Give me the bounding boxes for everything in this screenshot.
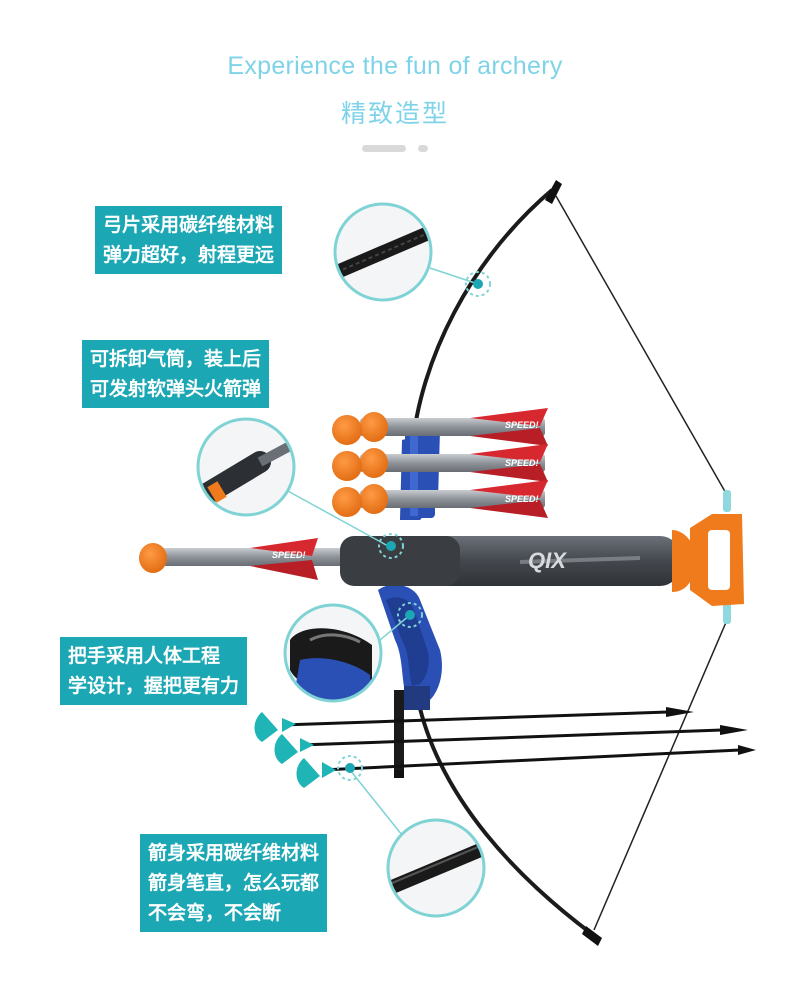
bow-lower-limb — [416, 699, 594, 936]
rocket-speed-text: SPEED! — [272, 550, 306, 560]
rocket-speed-text: SPEED! — [505, 494, 539, 504]
rocket-speed-text: SPEED! — [505, 458, 539, 468]
rocket-speed-text: SPEED! — [505, 420, 539, 430]
callout-limb-material: 弓片采用碳纤维材料 弹力超好，射程更远 — [95, 206, 283, 274]
page-title-chinese: 精致造型 — [340, 99, 449, 128]
callout-detachable-pump: 可拆卸气筒，装上后 可发射软弹头火箭弹 — [82, 340, 270, 408]
bow-string — [555, 195, 728, 931]
callout-line: 把手采用人体工程 — [68, 645, 221, 667]
callout-line: 箭身笔直，怎么玩都 — [148, 872, 320, 894]
callout-line: 学设计，握把更有力 — [68, 675, 240, 697]
page-title-english: Experience the fun of archery — [227, 52, 563, 80]
string-end-caps — [723, 490, 731, 624]
stored-rocket-2: SPEED! — [332, 444, 548, 482]
zoom-detail-arrow-shaft — [386, 818, 486, 918]
callout-ergonomic-grip: 把手采用人体工程 学设计，握把更有力 — [60, 637, 248, 705]
stored-rocket-1: SPEED! — [332, 408, 548, 446]
pump-pull-handle — [672, 514, 744, 606]
callout-line: 不会弯，不会断 — [148, 902, 282, 924]
callout-pointers — [285, 267, 479, 836]
pump-logo: QIX — [528, 548, 567, 573]
callout-line: 可拆卸气筒，装上后 — [90, 348, 262, 370]
upper-limb-tip — [545, 180, 562, 204]
arrow-2 — [274, 725, 748, 764]
bow-upper-limb — [410, 188, 554, 451]
lower-limb-tip — [582, 926, 602, 946]
callout-dots — [337, 271, 491, 781]
callout-line: 弹力超好，射程更远 — [103, 244, 275, 266]
arrow-1 — [254, 707, 694, 742]
callout-line: 可发射软弹头火箭弹 — [90, 378, 262, 400]
zoom-detail-nozzle — [196, 417, 296, 517]
title-divider-short — [418, 145, 428, 152]
callout-line: 箭身采用碳纤维材料 — [148, 842, 320, 864]
callout-line: 弓片采用碳纤维材料 — [103, 214, 275, 236]
loaded-rocket: SPEED! — [139, 538, 360, 580]
title-divider-long — [362, 145, 406, 152]
stored-rocket-3: SPEED! — [332, 480, 548, 518]
callout-arrow-shaft: 箭身采用碳纤维材料 箭身笔直，怎么玩都 不会弯，不会断 — [140, 834, 328, 932]
air-pump: QIX — [340, 536, 680, 586]
zoom-detail-limb — [333, 202, 433, 302]
arrow-3 — [296, 745, 756, 788]
zoom-detail-grip — [283, 603, 383, 703]
